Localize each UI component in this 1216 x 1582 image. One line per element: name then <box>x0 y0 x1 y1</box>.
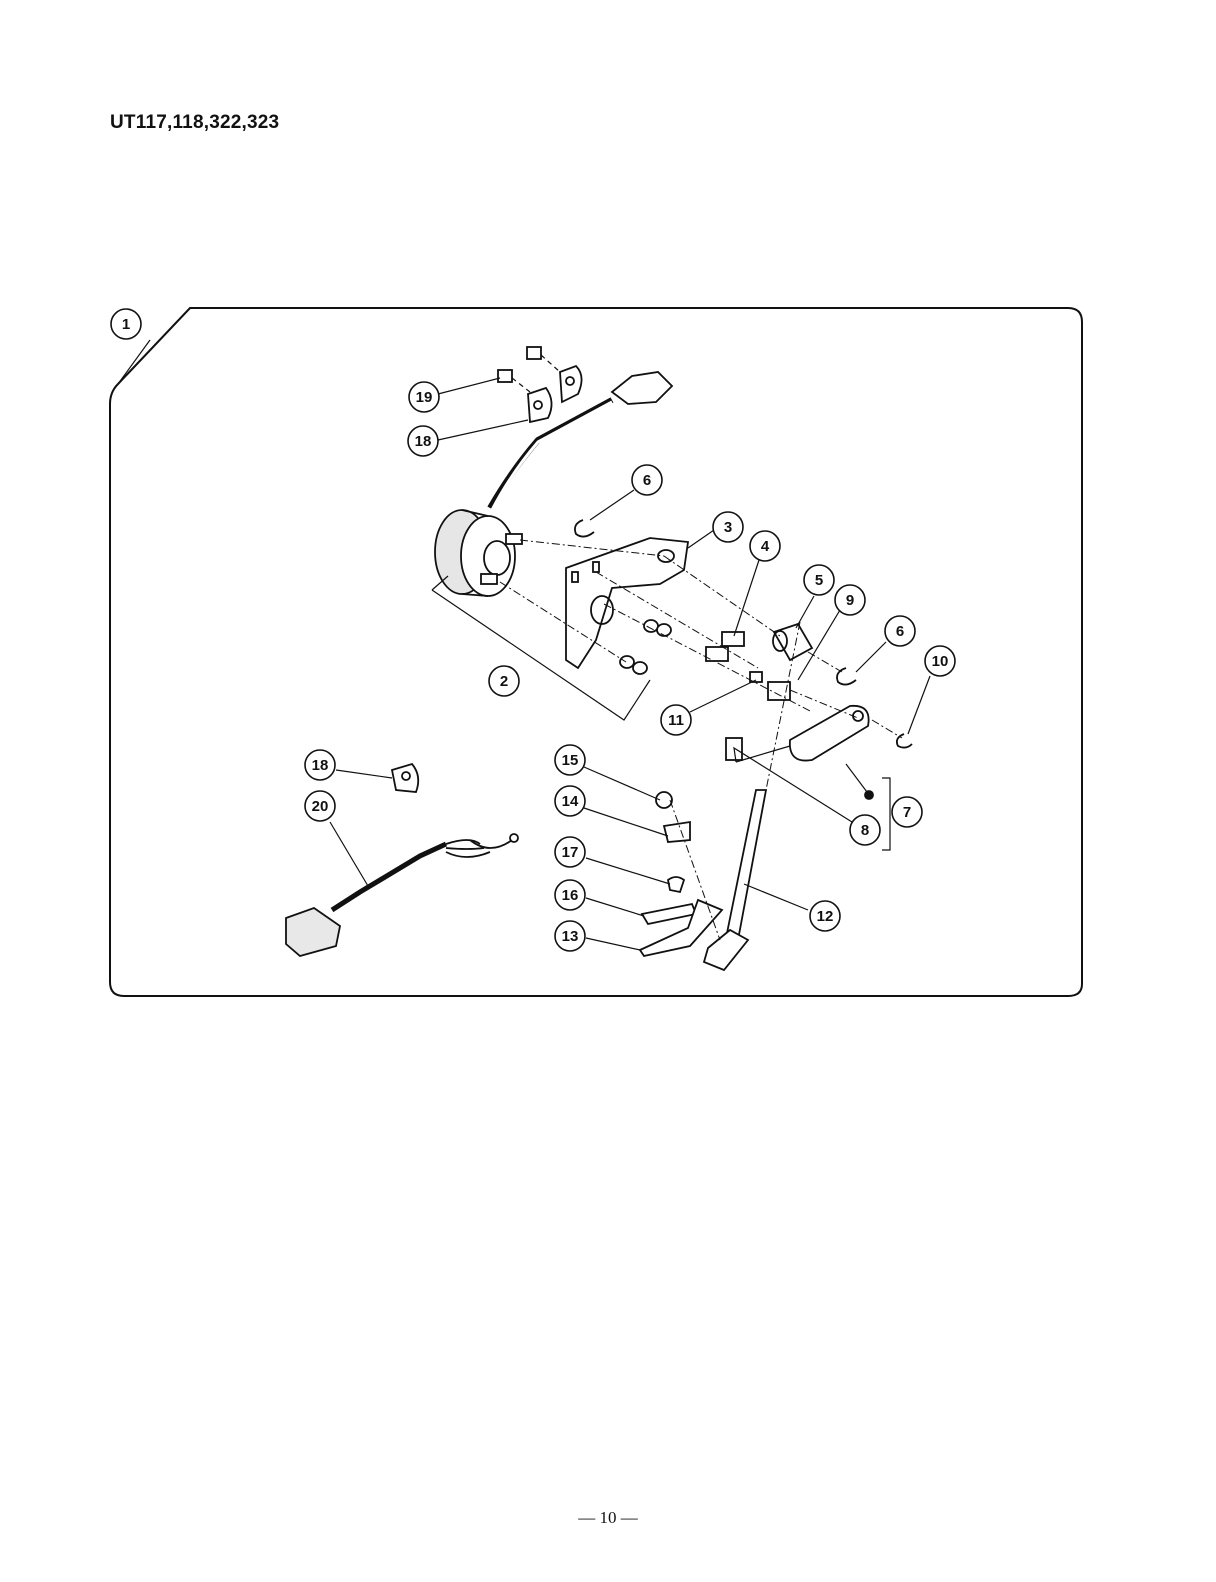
svg-text:6: 6 <box>643 472 651 489</box>
mounting-plate <box>566 538 688 668</box>
svg-text:8: 8 <box>861 822 869 839</box>
page-number: — 10 — <box>0 1508 1216 1528</box>
svg-text:7: 7 <box>903 804 911 821</box>
callout-16: 16 <box>555 880 585 910</box>
harness-connector <box>286 908 340 956</box>
callout-17: 17 <box>555 837 585 867</box>
svg-text:20: 20 <box>312 798 329 815</box>
callout-18-top: 18 <box>408 426 438 456</box>
callout-18-left: 18 <box>305 750 335 780</box>
svg-text:10: 10 <box>932 653 949 670</box>
svg-text:9: 9 <box>846 592 854 609</box>
motor-cable <box>490 400 612 508</box>
callout-20: 20 <box>305 791 335 821</box>
svg-text:5: 5 <box>815 572 823 589</box>
svg-text:16: 16 <box>562 887 579 904</box>
connecting-rod <box>726 790 766 940</box>
callout-10: 10 <box>925 646 955 676</box>
svg-text:11: 11 <box>668 712 684 729</box>
cable-clip-left <box>392 764 418 792</box>
svg-text:19: 19 <box>416 389 433 406</box>
svg-text:2: 2 <box>500 673 508 690</box>
svg-text:13: 13 <box>562 928 579 945</box>
callout-19: 19 <box>409 382 439 412</box>
svg-text:12: 12 <box>817 908 834 925</box>
callout-9: 9 <box>835 585 865 615</box>
callout-14: 14 <box>555 786 585 816</box>
motor-part <box>435 510 522 596</box>
callout-11: 11 <box>661 705 691 735</box>
latch-plate <box>642 904 696 924</box>
callout-12: 12 <box>810 901 840 931</box>
callout-3: 3 <box>713 512 743 542</box>
callout-6-lower: 6 <box>885 616 915 646</box>
callout-8: 8 <box>850 815 880 845</box>
callout-2: 2 <box>489 666 519 696</box>
svg-text:1: 1 <box>122 316 130 333</box>
svg-text:4: 4 <box>761 538 770 555</box>
callout-4: 4 <box>750 531 780 561</box>
rod-end <box>704 930 748 970</box>
callout-6-upper: 6 <box>632 465 662 495</box>
e-ring-upper <box>575 520 594 537</box>
svg-text:17: 17 <box>562 844 579 861</box>
e-ring-small <box>897 734 912 748</box>
callout-5: 5 <box>804 565 834 595</box>
svg-text:18: 18 <box>415 433 432 450</box>
svg-text:15: 15 <box>562 752 579 769</box>
callout-1: 1 <box>111 309 141 339</box>
svg-text:14: 14 <box>562 793 579 810</box>
callout-13: 13 <box>555 921 585 951</box>
cable-clip-top <box>498 347 582 422</box>
svg-text:3: 3 <box>724 519 732 536</box>
svg-text:18: 18 <box>312 757 329 774</box>
svg-text:6: 6 <box>896 623 904 640</box>
callout-7: 7 <box>892 797 922 827</box>
callout-15: 15 <box>555 745 585 775</box>
top-connector <box>612 372 672 404</box>
crank-lever <box>790 706 869 761</box>
